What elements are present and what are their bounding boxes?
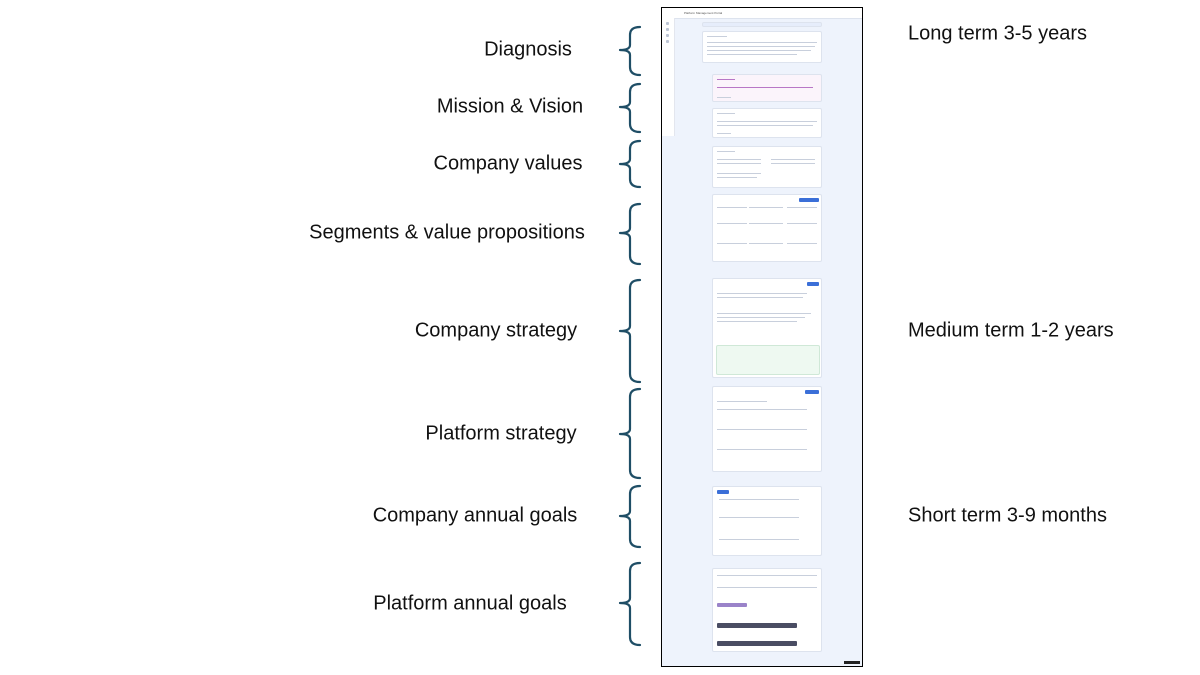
bracket-platform-strategy [618,387,642,480]
platform-goals-card [712,568,822,652]
label-mission-vision: Mission & Vision [436,95,584,118]
bracket-segments [618,202,642,266]
app-screenshot-thumbnail: Platform Management Portal [661,7,863,667]
app-left-rail [662,18,675,136]
diagnosis-card [702,31,822,63]
bracket-company-annual-goals [618,484,642,549]
platform-strategy-card [712,386,822,472]
values-card [712,146,822,188]
bracket-diagnosis [618,25,642,77]
bracket-platform-annual-goals [618,561,642,647]
label-medium-term: Medium term 1-2 years [908,319,1114,342]
segments-card [712,194,822,262]
label-company-values: Company values [433,152,583,175]
label-platform-annual-goals: Platform annual goals [373,592,567,615]
rail-icon [666,28,669,31]
mission-card [712,74,822,102]
label-diagnosis: Diagnosis [484,38,572,61]
app-top-bar: Platform Management Portal [662,8,862,19]
rail-icon [666,22,669,25]
vision-card [712,108,822,138]
app-header-strip [702,22,822,27]
app-footer-mark [844,661,860,664]
label-company-strategy: Company strategy [414,319,578,342]
label-short-term: Short term 3-9 months [908,504,1107,527]
bracket-company-strategy [618,278,642,384]
bracket-mission-vision [618,82,642,134]
rail-icon [666,34,669,37]
label-long-term: Long term 3-5 years [908,22,1087,45]
company-goals-card [712,486,822,556]
bracket-company-values [618,139,642,189]
label-segments-value-propositions: Segments & value propositions [309,221,585,244]
app-window-title: Platform Management Portal [684,11,723,15]
rail-icon [666,40,669,43]
label-company-annual-goals: Company annual goals [372,504,578,527]
company-strategy-card [712,278,822,378]
label-platform-strategy: Platform strategy [425,422,577,445]
